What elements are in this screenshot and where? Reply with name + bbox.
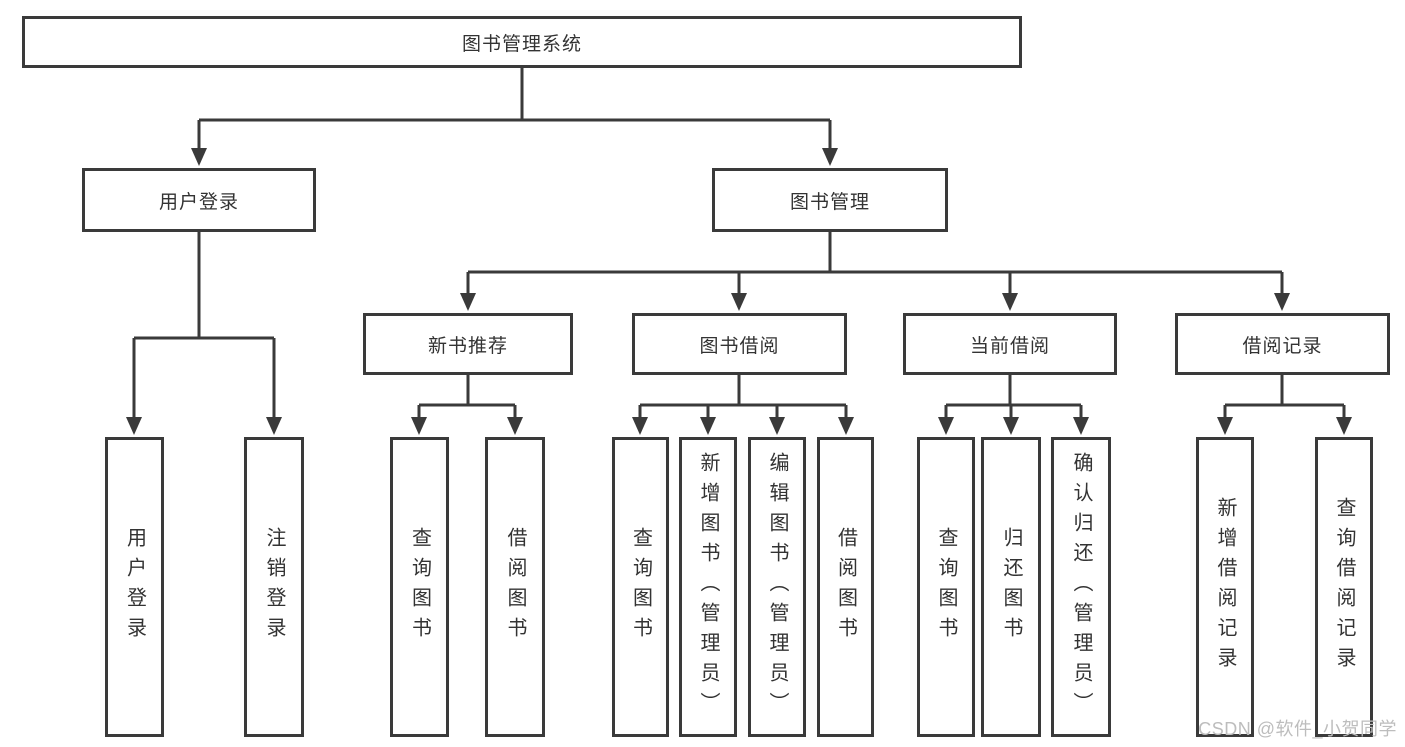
node-leaf-user-login: 用户登录 (105, 437, 164, 737)
node-book-management: 图书管理 (712, 168, 948, 232)
node-leaf-borrow-books-1: 借阅图书 (485, 437, 545, 737)
node-current-borrowing: 当前借阅 (903, 313, 1117, 375)
node-new-book-recommendation: 新书推荐 (363, 313, 573, 375)
node-leaf-borrow-books-2: 借阅图书 (817, 437, 874, 737)
node-leaf-add-books-admin: 新增图书（管理员） (679, 437, 737, 737)
csdn-watermark: CSDN @软件_小贺同学 (1198, 719, 1397, 739)
node-borrowing-records: 借阅记录 (1175, 313, 1390, 375)
node-leaf-query-books-3: 查询图书 (917, 437, 975, 737)
node-leaf-logout: 注销登录 (244, 437, 304, 737)
node-user-login: 用户登录 (82, 168, 316, 232)
node-leaf-query-borrow-record: 查询借阅记录 (1315, 437, 1373, 737)
node-leaf-query-books-2: 查询图书 (612, 437, 669, 737)
node-leaf-return-books: 归还图书 (981, 437, 1041, 737)
node-leaf-add-borrow-record: 新增借阅记录 (1196, 437, 1254, 737)
node-library-management-system: 图书管理系统 (22, 16, 1022, 68)
node-leaf-edit-books-admin: 编辑图书（管理员） (748, 437, 806, 737)
node-book-borrowing: 图书借阅 (632, 313, 847, 375)
node-leaf-confirm-return-admin: 确认归还（管理员） (1051, 437, 1111, 737)
node-leaf-query-books-1: 查询图书 (390, 437, 449, 737)
